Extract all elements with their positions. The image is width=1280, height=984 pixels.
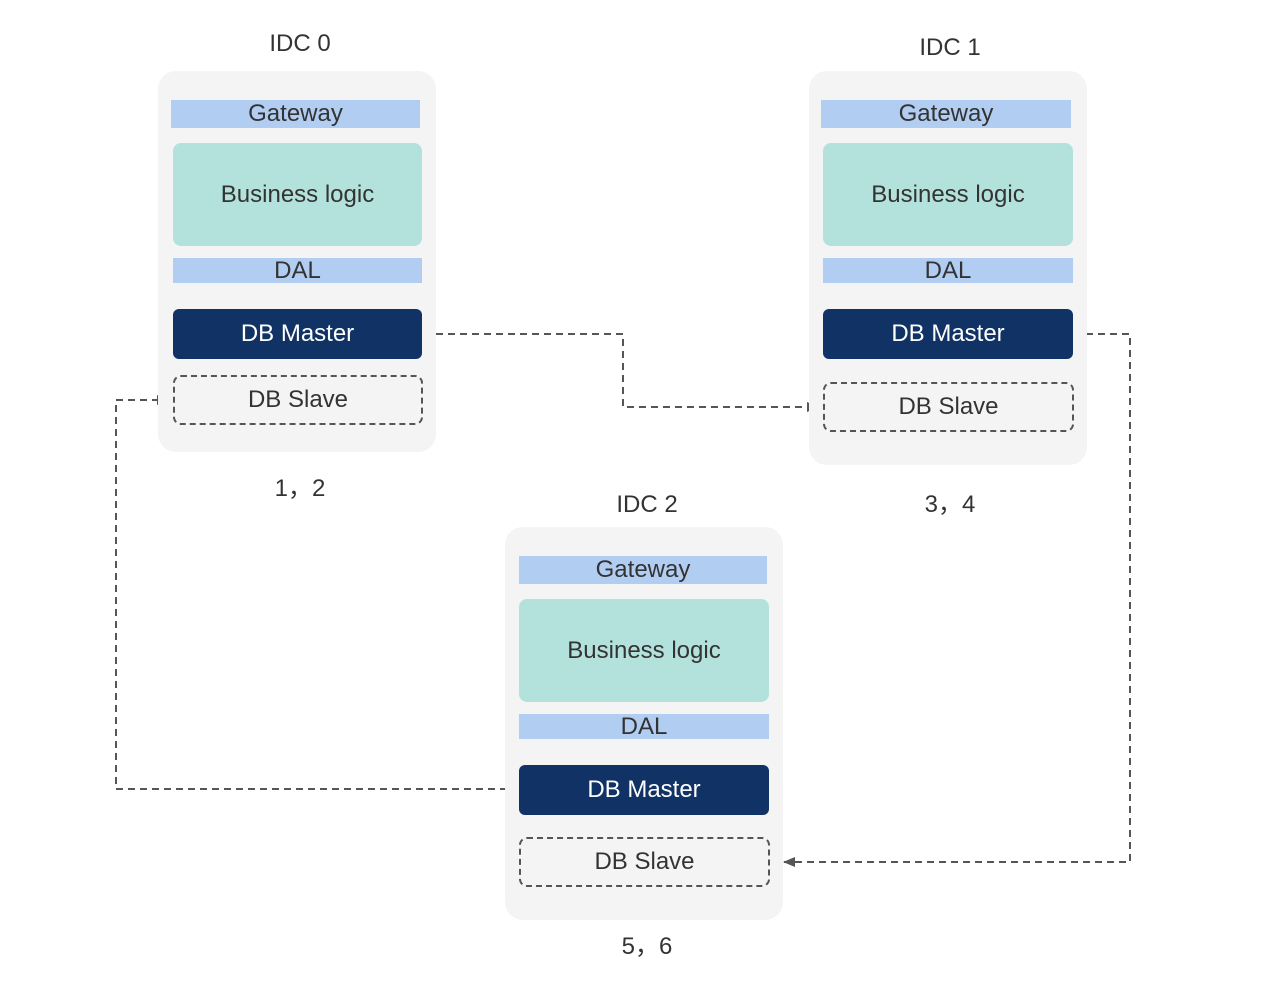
- idc-0-panel: Gateway Business logic DAL DB Master DB …: [158, 71, 436, 452]
- idc-1-caption: 3，4: [924, 491, 976, 518]
- idc-1-gateway: Gateway: [821, 100, 1071, 128]
- idc-0-dal: DAL: [173, 257, 422, 284]
- idc-1-dal: DAL: [823, 257, 1073, 284]
- idc-0-caption: 1，2: [274, 475, 326, 502]
- idc-1-business-logic: Business logic: [823, 143, 1073, 246]
- connector-idc2-master-to-idc0-slave: [115, 395, 519, 790]
- idc-1-db-slave: DB Slave: [823, 382, 1074, 432]
- idc-2-title: IDC 2: [616, 491, 678, 518]
- connector-idc0-master-to-idc1-slave: [424, 333, 819, 412]
- idc-1-title: IDC 1: [919, 34, 981, 61]
- idc-2-db-master: DB Master: [519, 765, 769, 815]
- idc-2-dal: DAL: [519, 713, 769, 740]
- idc-0-business-logic: Business logic: [173, 143, 422, 246]
- idc-2-panel: Gateway Business logic DAL DB Master DB …: [505, 527, 783, 920]
- idc-2-db-slave: DB Slave: [519, 837, 770, 887]
- idc-1-panel: Gateway Business logic DAL DB Master DB …: [809, 71, 1087, 465]
- idc-0-db-slave: DB Slave: [173, 375, 423, 425]
- idc-1-db-master: DB Master: [823, 309, 1073, 359]
- idc-0-db-master: DB Master: [173, 309, 422, 359]
- idc-0-gateway: Gateway: [171, 100, 420, 128]
- idc-2-gateway: Gateway: [519, 556, 767, 584]
- idc-0-title: IDC 0: [269, 30, 331, 57]
- idc-2-caption: 5，6: [621, 933, 673, 960]
- idc-2-business-logic: Business logic: [519, 599, 769, 702]
